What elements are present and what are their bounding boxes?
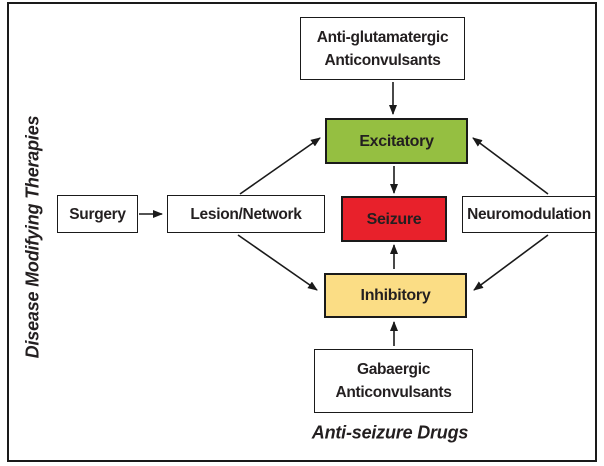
side-axis-label: Disease Modifying Therapies xyxy=(22,115,43,359)
node-label: Lesion/Network xyxy=(190,205,302,223)
node-inhibitory: Inhibitory xyxy=(324,273,467,318)
node-gabaergic-anticonvulsants: Gabaergic Anticonvulsants xyxy=(314,349,473,413)
node-label: Surgery xyxy=(69,205,126,223)
node-label-line2: Anticonvulsants xyxy=(324,51,441,69)
node-anti-glutamatergic-anticonvulsants: Anti-glutamatergic Anticonvulsants xyxy=(300,17,465,80)
node-label: Excitatory xyxy=(359,132,434,150)
node-label: Seizure xyxy=(366,210,422,228)
node-seizure: Seizure xyxy=(341,196,447,242)
node-neuromodulation: Neuromodulation xyxy=(462,196,596,233)
node-label-line2: Anticonvulsants xyxy=(335,384,452,401)
node-label: Neuromodulation xyxy=(467,206,591,223)
node-excitatory: Excitatory xyxy=(325,118,468,164)
node-label-line1: Anti-glutamatergic xyxy=(316,28,449,46)
node-lesion-network: Lesion/Network xyxy=(167,195,325,233)
node-surgery: Surgery xyxy=(57,195,138,233)
node-label: Inhibitory xyxy=(360,287,431,304)
node-label-line1: Gabaergic xyxy=(356,361,431,378)
bottom-axis-label: Anti-seizure Drugs xyxy=(311,422,469,443)
